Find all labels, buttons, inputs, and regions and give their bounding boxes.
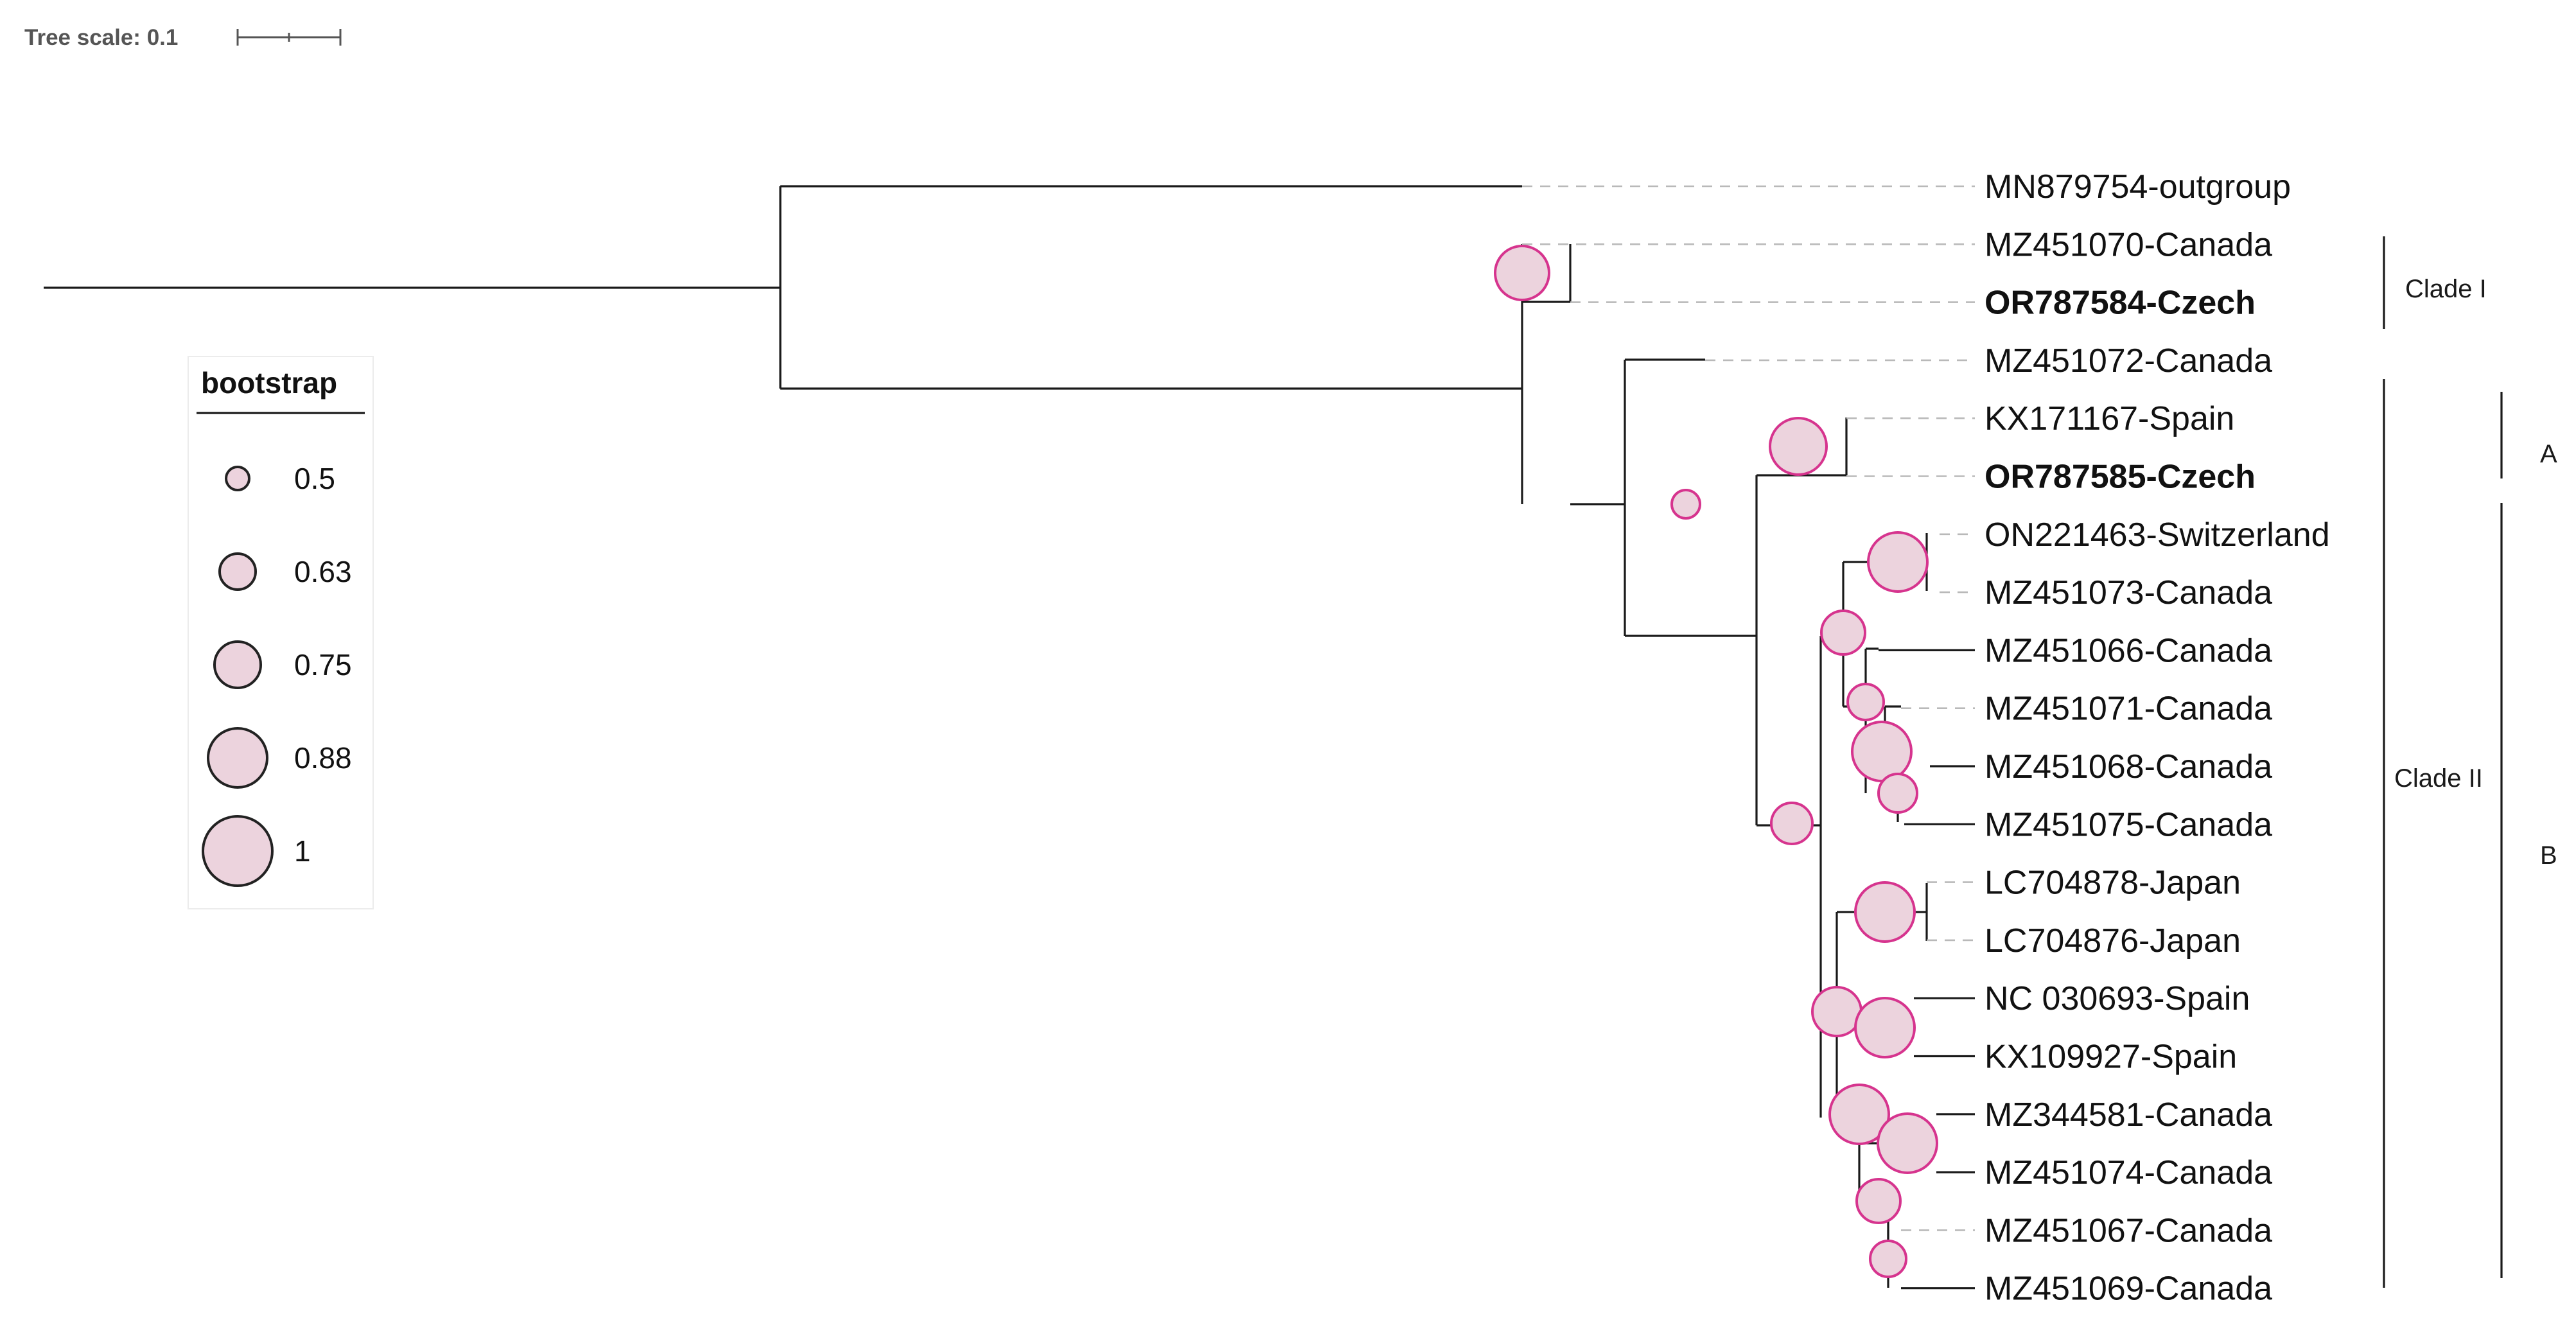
legend-value: 1 [294, 834, 311, 868]
clade-label: A [2540, 440, 2557, 468]
legend-circle [202, 815, 274, 887]
legend-value: 0.5 [294, 462, 335, 495]
bootstrap-node [1828, 1084, 1890, 1145]
leaf-label: LC704878-Japan [1985, 864, 2241, 902]
bootstrap-node [1869, 1240, 1907, 1278]
bootstrap-node [1770, 802, 1814, 845]
bootstrap-node [1846, 683, 1885, 721]
leaf-label: MN879754-outgroup [1985, 168, 2291, 206]
leaf-label: MZ451068-Canada [1985, 748, 2272, 785]
leaf-label: OR787585-Czech [1985, 459, 2256, 496]
bootstrap-node [1855, 1178, 1902, 1224]
clade-label: Clade II [2394, 764, 2483, 793]
leaf-label: MZ451071-Canada [1985, 690, 2272, 728]
clade-label: B [2540, 841, 2557, 870]
bootstrap-legend: bootstrap 0.5 0.63 0.75 0.88 1 [188, 356, 374, 909]
leaf-label: MZ451066-Canada [1985, 632, 2272, 669]
legend-frame [188, 356, 374, 909]
leaf-label: MZ451067-Canada [1985, 1212, 2272, 1249]
legend-circle [218, 552, 257, 591]
bootstrap-node [1877, 773, 1918, 814]
leaf-label: KX171167-Spain [1985, 400, 2234, 437]
legend-value: 0.75 [294, 648, 352, 681]
leaf-label: MZ451070-Canada [1985, 226, 2272, 263]
legend-value: 0.63 [294, 555, 352, 588]
bootstrap-node [1670, 489, 1701, 520]
bootstrap-node [1811, 986, 1862, 1037]
legend-circle [207, 727, 268, 789]
leaf-label: NC 030693-Spain [1985, 980, 2250, 1017]
tree-scale-label: Tree scale: 0.1 [24, 25, 178, 50]
bootstrap-node [1769, 417, 1828, 476]
bootstrap-node [1494, 245, 1550, 301]
legend-circle [213, 640, 262, 689]
legend-value: 0.88 [294, 741, 352, 775]
leaf-leader-lines [1522, 185, 1975, 1231]
bootstrap-node [1877, 1112, 1938, 1174]
clade-label: Clade I [2405, 275, 2487, 303]
bootstrap-node [1867, 531, 1929, 593]
leaf-label: MZ451073-Canada [1985, 574, 2272, 611]
leaf-label: LC704876-Japan [1985, 922, 2241, 960]
bootstrap-node [1854, 881, 1916, 943]
tree-scale: Tree scale: 0.1 [24, 25, 342, 50]
legend-circle [225, 466, 250, 491]
bootstrap-nodes [1494, 245, 1938, 1278]
bootstrap-node [1854, 997, 1916, 1058]
leaf-label: MZ451072-Canada [1985, 342, 2272, 380]
clade-brackets: Clade I Clade II A B [2383, 236, 2557, 1288]
legend-title: bootstrap [201, 366, 337, 399]
leaf-label: ON221463-Switzerland [1985, 516, 2330, 554]
leaf-labels: MN879754-outgroupMZ451070-CanadaOR787584… [1985, 168, 2330, 1308]
leaf-label: MZ451069-Canada [1985, 1270, 2272, 1308]
bootstrap-node [1851, 721, 1913, 782]
leaf-label: OR787584-Czech [1985, 285, 2256, 322]
leaf-label: MZ344581-Canada [1985, 1096, 2272, 1134]
leaf-label: KX109927-Spain [1985, 1039, 2237, 1076]
leaf-label: MZ451074-Canada [1985, 1154, 2272, 1191]
leaf-label: MZ451075-Canada [1985, 806, 2272, 843]
bootstrap-node [1820, 610, 1866, 656]
